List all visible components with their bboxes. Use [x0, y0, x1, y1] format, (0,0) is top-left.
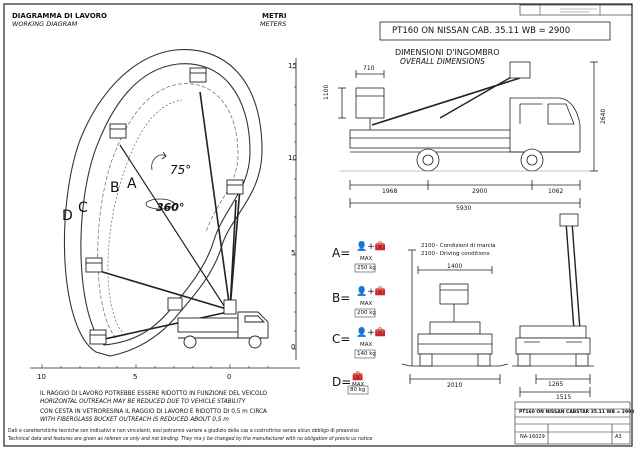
capacity-label-b: B= — [332, 291, 351, 305]
capacity-load-b: 200 kg — [357, 310, 376, 316]
note-fiberglass-en: WITH FIBERGLASS BUCKET OUTREACH IS REDUC… — [40, 415, 229, 423]
envelope-label-c: C — [78, 200, 88, 216]
y-tick-10: 10 — [288, 154, 297, 162]
dim-top-width: 710 — [363, 65, 375, 72]
dimensions-title-en: OVERALL DIMENSIONS — [400, 57, 485, 66]
dim-overall-length: 5930 — [456, 205, 472, 212]
envelope-d — [107, 99, 183, 333]
capacity-label-a: A= — [332, 246, 351, 260]
dim-wheelbase: 2900 — [472, 188, 488, 195]
front-view — [512, 213, 594, 397]
dim-basket-height: 1100 — [323, 84, 330, 100]
capacity-load-d: 80 kg — [350, 387, 366, 393]
model-title: PT160 ON NISSAN CAB. 35.11 WB = 2900 — [392, 26, 571, 36]
disclaimer-en: Technical data and features are given as… — [8, 436, 373, 442]
meters-label-it: METRI — [262, 12, 287, 20]
capacity-load-c: 140 kg — [357, 351, 376, 357]
capacity-icons-d: 🧰 — [352, 372, 364, 382]
capacity-boxes — [347, 263, 376, 395]
dim-rear-overhang: 1062 — [548, 188, 564, 195]
capacity-note-d: MAX — [352, 382, 365, 388]
title-block-line1: PT160 ON NISSAN CABSTAR 35.11 WB = 2900 — [519, 410, 635, 415]
envelope-c — [97, 83, 239, 339]
sheet-border — [3, 3, 633, 447]
x-tick-10: 10 — [37, 373, 46, 381]
rotation-vertical-label: 75° — [170, 163, 192, 177]
revision-strip — [519, 4, 633, 16]
baskets — [85, 67, 244, 345]
title-block — [514, 401, 631, 445]
rotation-turret-label: 360° — [156, 201, 185, 214]
working-diagram-subtitle: WORKING DIAGRAM — [12, 20, 78, 28]
y-tick-0: 0 — [291, 343, 296, 351]
capacity-label-c: C= — [332, 332, 351, 346]
dim-basket-width: 1400 — [447, 263, 463, 270]
rear-view — [401, 249, 509, 384]
envelope-label-d: D — [62, 208, 73, 224]
meters-label-en: METERS — [260, 20, 287, 28]
capacity-icons-c: 👤+🧰 — [356, 328, 386, 338]
disclaimer-it: Dati e caratteristiche tecniche son indi… — [8, 428, 359, 434]
capacity-icons-b: 👤+🧰 — [356, 287, 386, 297]
capacity-icons-a: 👤+🧰 — [356, 242, 386, 252]
working-diagram-title: DIAGRAMMA DI LAVORO — [12, 12, 108, 20]
title-block-sheet: A3 — [615, 434, 622, 440]
y-tick-5: 5 — [291, 249, 296, 257]
note-reach-en: HORIZONTAL OUTREACH MAY BE REDUCED DUE T… — [40, 397, 246, 405]
x-tick-5: 5 — [133, 373, 138, 381]
dim-total-height: 2640 — [600, 108, 607, 124]
note-reach-it: IL RAGGIO DI LAVORO POTREBBE ESSERE RIDO… — [40, 389, 268, 397]
travel-height-value: 2100 — [421, 243, 435, 249]
model-title-frame — [379, 21, 611, 41]
working-diagram — [30, 48, 300, 369]
rotation-symbols — [145, 151, 177, 210]
truck-small — [177, 299, 269, 349]
dim-side-width-1: 1265 — [548, 381, 564, 388]
travel-label-it: - Condizioni di marcia — [436, 243, 496, 249]
dim-side-width-2: 1515 — [556, 394, 572, 401]
capacity-note-c: MAX — [360, 342, 373, 348]
envelope-label-b: B — [110, 180, 120, 196]
side-view — [338, 61, 598, 208]
capacity-note-b: MAX — [360, 301, 373, 307]
capacity-note-a: MAX — [360, 256, 373, 262]
capacity-load-a: 250 kg — [357, 265, 376, 271]
travel-label-en: - Driving conditions — [436, 251, 490, 257]
envelope-outer — [63, 48, 263, 357]
dim-front-overhang: 1968 — [382, 188, 398, 195]
travel-height-value-en: 2100 — [421, 251, 435, 257]
dimensions-title-it: DIMENSIONI D'INGOMBRO — [395, 48, 500, 57]
note-fiberglass-it: CON CESTA IN VETRORESINA IL RAGGIO DI LA… — [40, 407, 267, 415]
dim-outrigger-span: 2010 — [447, 382, 463, 389]
envelope-label-a: A — [127, 176, 137, 192]
boom-positions — [95, 91, 241, 341]
y-tick-15: 15 — [288, 62, 297, 70]
x-tick-0: 0 — [227, 373, 232, 381]
capacity-label-d: D= — [332, 375, 352, 389]
title-block-code: NA-16029 — [520, 434, 545, 440]
